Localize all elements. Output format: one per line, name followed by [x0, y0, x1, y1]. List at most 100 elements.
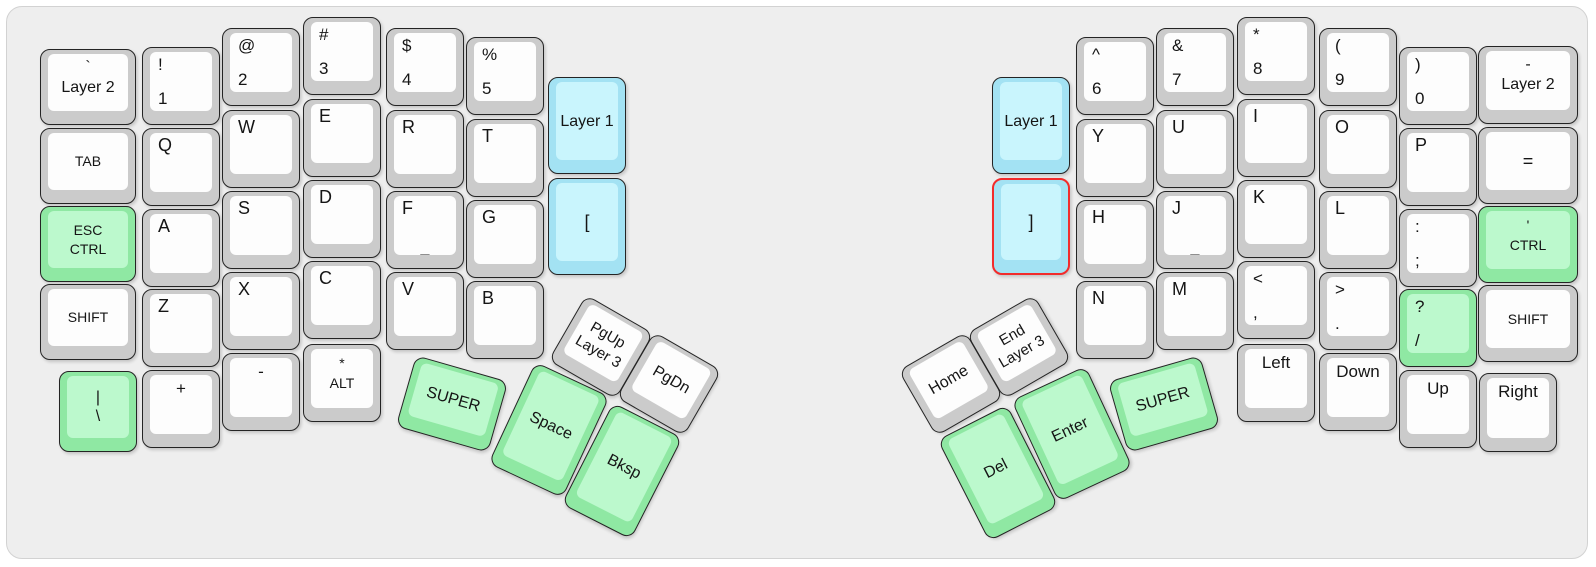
keycap-top: [: [556, 183, 618, 261]
keycap-top: :;: [1407, 214, 1469, 273]
key-g[interactable]: G: [466, 200, 544, 278]
keycap-legend-line: Y: [1092, 126, 1105, 146]
keycap-top: SUPER: [407, 362, 500, 438]
keycap-legend: :;: [1407, 214, 1469, 273]
key-period[interactable]: >.: [1319, 272, 1397, 350]
key-i[interactable]: I: [1237, 99, 1315, 177]
key-star-alt[interactable]: *ALT: [303, 344, 381, 422]
keycap-top: $4: [394, 33, 456, 92]
keycap-legend: U: [1164, 115, 1226, 174]
key-d[interactable]: D: [303, 180, 381, 258]
key-pipe-backslash[interactable]: |\: [59, 371, 137, 452]
keycap-legend-line: Bksp: [604, 451, 644, 483]
keycap-legend-line: W: [238, 117, 255, 137]
key-1[interactable]: !1: [142, 47, 220, 125]
key-2[interactable]: @2: [222, 28, 300, 106]
key-layer1-left[interactable]: Layer 1: [548, 77, 626, 174]
key-minus-layer2[interactable]: -Layer 2: [1478, 46, 1578, 124]
key-8[interactable]: *8: [1237, 17, 1315, 95]
key-x[interactable]: X: [222, 272, 300, 350]
key-super-right[interactable]: SUPER: [1107, 355, 1221, 453]
key-layer1-right[interactable]: Layer 1: [992, 77, 1070, 174]
key-super-left[interactable]: SUPER: [395, 355, 509, 453]
key-shift-right[interactable]: SHIFT: [1478, 285, 1578, 362]
keycap-legend: P: [1407, 133, 1469, 192]
keycap-legend-line: ': [1526, 217, 1530, 233]
keycap-legend-line: 0: [1415, 89, 1425, 108]
key-right[interactable]: Right: [1479, 373, 1557, 452]
key-9[interactable]: (9: [1319, 28, 1397, 106]
key-6[interactable]: ^6: [1076, 37, 1154, 115]
key-tab[interactable]: TAB: [40, 128, 136, 204]
key-b[interactable]: B: [466, 281, 544, 359]
keycap-top: Up: [1407, 375, 1469, 434]
keycap-top: SHIFT: [48, 289, 128, 346]
key-3[interactable]: #3: [303, 17, 381, 95]
keycap-legend-line: V: [402, 279, 415, 299]
keycap-legend: F: [394, 196, 456, 255]
keycap-legend-line: 1: [158, 89, 168, 108]
key-4[interactable]: $4: [386, 28, 464, 106]
keycap-top: O: [1327, 115, 1389, 174]
keycap-legend-line: Space: [526, 408, 576, 444]
keycap-legend: #3: [311, 22, 373, 81]
keycap-legend: +: [150, 375, 212, 434]
key-plus[interactable]: +: [142, 370, 220, 448]
key-k[interactable]: K: [1237, 180, 1315, 258]
key-down[interactable]: Down: [1319, 353, 1397, 431]
key-question-slash[interactable]: ?/: [1399, 289, 1477, 367]
key-5[interactable]: %5: [466, 37, 544, 115]
key-o[interactable]: O: [1319, 110, 1397, 188]
key-layer2-left[interactable]: `Layer 2: [40, 49, 136, 125]
keycap-legend: R: [394, 115, 456, 174]
key-n[interactable]: N: [1076, 281, 1154, 359]
keycap-legend-line: PgDn: [649, 362, 693, 398]
key-quote-ctrl[interactable]: 'CTRL: [1478, 206, 1578, 283]
key-e[interactable]: E: [303, 99, 381, 177]
key-p[interactable]: P: [1399, 128, 1477, 206]
key-equals[interactable]: =: [1478, 127, 1578, 204]
key-a[interactable]: A: [142, 209, 220, 287]
key-lbracket[interactable]: [: [548, 178, 626, 275]
keycap-top: `Layer 2: [48, 54, 128, 111]
key-comma[interactable]: <,: [1237, 261, 1315, 339]
key-up[interactable]: Up: [1399, 370, 1477, 448]
keycap-legend-line: 5: [482, 79, 492, 98]
key-z[interactable]: Z: [142, 289, 220, 367]
key-s[interactable]: S: [222, 191, 300, 269]
key-t[interactable]: T: [466, 119, 544, 197]
keycap-top: Y: [1084, 124, 1146, 183]
keycap-legend: 'CTRL: [1486, 211, 1570, 269]
key-shift-left[interactable]: SHIFT: [40, 284, 136, 360]
key-c[interactable]: C: [303, 261, 381, 339]
key-colon-semicolon[interactable]: :;: [1399, 209, 1477, 287]
keycap-legend: A: [150, 214, 212, 273]
keycap-legend-line: Enter: [1049, 414, 1092, 446]
keycap-legend-line: N: [1092, 288, 1105, 308]
key-v[interactable]: V: [386, 272, 464, 350]
keycap-legend: Right: [1487, 378, 1549, 438]
key-l[interactable]: L: [1319, 191, 1397, 269]
key-7[interactable]: &7: [1156, 28, 1234, 106]
keycap-legend-line: CTRL: [69, 240, 107, 257]
key-minus-left[interactable]: -: [222, 353, 300, 431]
key-m[interactable]: M: [1156, 272, 1234, 350]
key-left[interactable]: Left: [1237, 344, 1315, 422]
key-r[interactable]: R: [386, 110, 464, 188]
key-h[interactable]: H: [1076, 200, 1154, 278]
key-j[interactable]: J_: [1156, 191, 1234, 269]
key-rbracket[interactable]: ]: [992, 178, 1070, 275]
key-0[interactable]: )0: [1399, 47, 1477, 125]
key-q[interactable]: Q: [142, 128, 220, 206]
key-y[interactable]: Y: [1076, 119, 1154, 197]
keycap-legend: H: [1084, 205, 1146, 264]
keycap-legend: L: [1327, 196, 1389, 255]
key-f[interactable]: F_: [386, 191, 464, 269]
keycap-top: K: [1245, 185, 1307, 244]
key-u[interactable]: U: [1156, 110, 1234, 188]
key-w[interactable]: W: [222, 110, 300, 188]
keycap-legend: `Layer 2: [48, 54, 128, 111]
keycap-legend-line: Del: [981, 455, 1011, 483]
